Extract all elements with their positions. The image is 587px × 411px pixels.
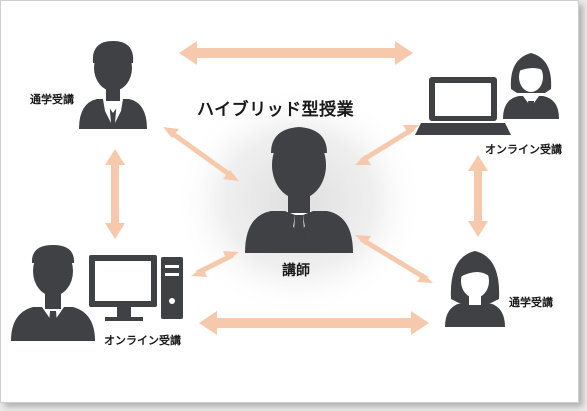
instructor-label: 講師 xyxy=(282,263,310,279)
arrow-bottom-horizontal xyxy=(199,311,429,335)
laptop-female-student-icon xyxy=(415,53,559,135)
bottom-left-label: オンライン受講 xyxy=(104,334,181,347)
diagram-title: ハイブリッド型授業 xyxy=(197,100,355,120)
hybrid-class-diagram xyxy=(11,41,559,341)
arrow-left-vertical xyxy=(105,149,125,239)
arrow-right-vertical xyxy=(468,155,488,237)
female-student-icon-top xyxy=(503,53,559,119)
arrow-top-horizontal xyxy=(179,41,413,65)
desktop-male-student-icon xyxy=(11,245,183,341)
bottom-right-label: 通学受講 xyxy=(509,296,553,309)
instructor-man-icon xyxy=(245,127,353,253)
diagram-frame: ハイブリッド型授業 講師 通学受講 オンライン受講 オンライン受講 通学受講 xyxy=(0,0,579,403)
desktop-computer-icon xyxy=(89,255,183,321)
top-right-label: オンライン受講 xyxy=(485,143,562,156)
female-student-icon xyxy=(445,251,505,327)
male-student-icon xyxy=(79,41,147,129)
arrows xyxy=(105,41,488,335)
male-student-icon-bottom xyxy=(11,245,95,341)
diagonal-arrows xyxy=(163,125,433,283)
top-left-label: 通学受講 xyxy=(30,93,74,106)
laptop-icon xyxy=(415,77,511,135)
